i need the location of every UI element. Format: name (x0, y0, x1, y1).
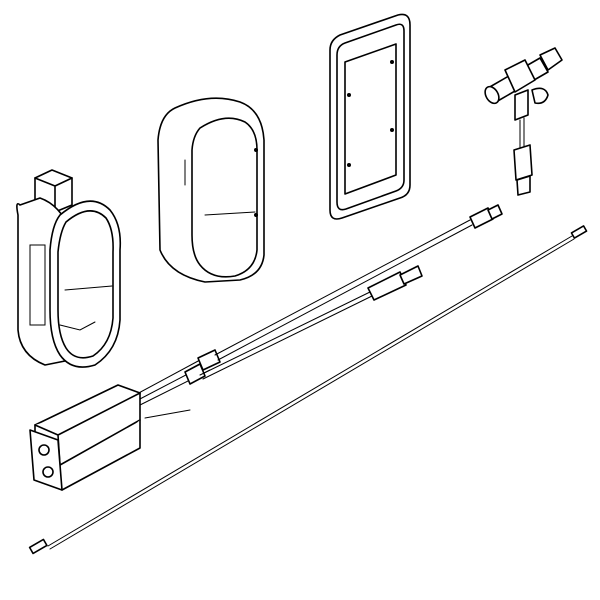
t-connector (484, 47, 563, 196)
rectangular-cover-plate (329, 13, 411, 220)
extension-cable (28, 225, 588, 555)
housing-with-mount (16, 169, 122, 368)
control-module-with-cables (29, 204, 503, 491)
oval-trim-ring (157, 97, 265, 283)
